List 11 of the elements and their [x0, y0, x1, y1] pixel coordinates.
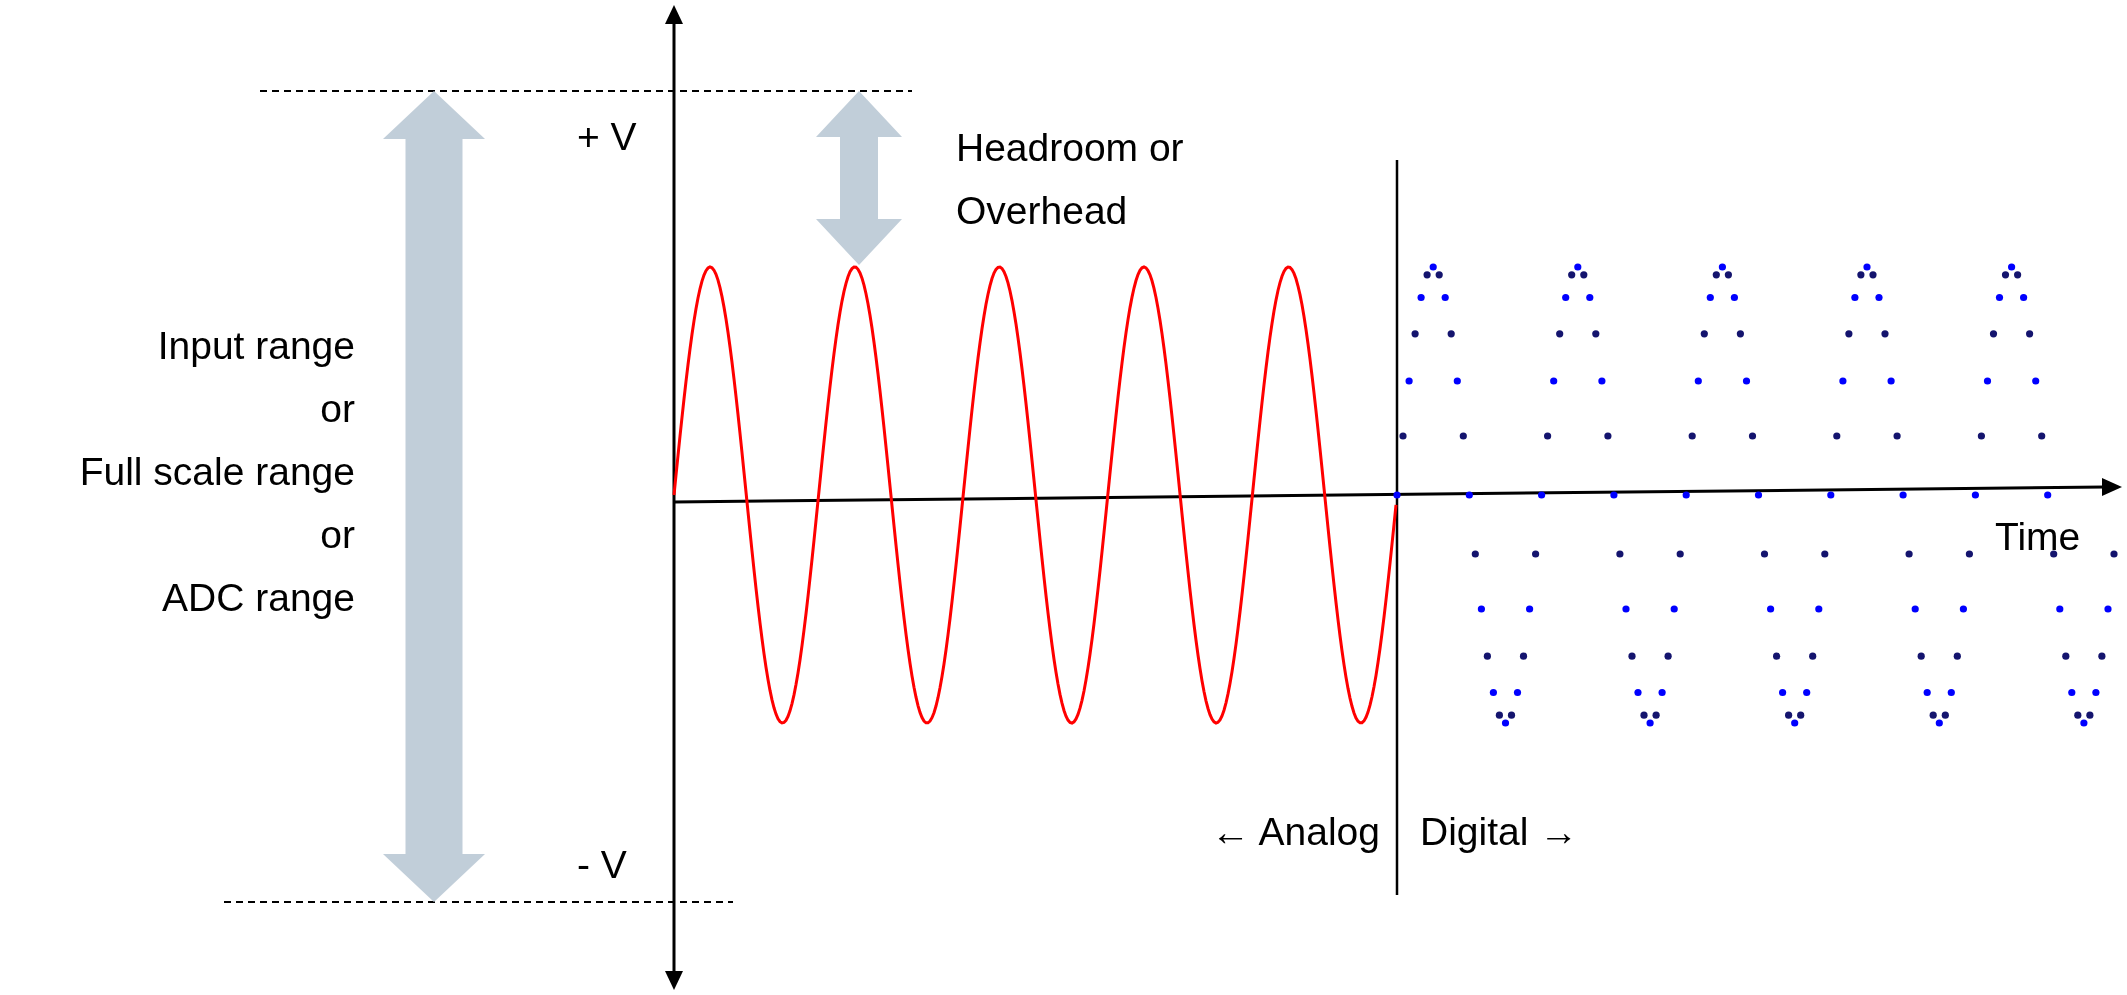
region-label: Digital →: [1420, 809, 1579, 855]
range-label: or: [320, 386, 355, 432]
range-label: Input range: [157, 323, 355, 369]
axis-label: Time: [1995, 514, 2081, 560]
annotation-text: Headroom or Overhead: [956, 125, 1185, 234]
range-label: Full scale range: [79, 449, 355, 495]
voltage-label: + V: [577, 114, 637, 160]
voltage-label: - V: [577, 842, 627, 888]
range-label: or: [320, 512, 355, 558]
range-label: ADC range: [162, 575, 355, 621]
region-label: ← Analog: [1210, 809, 1380, 855]
